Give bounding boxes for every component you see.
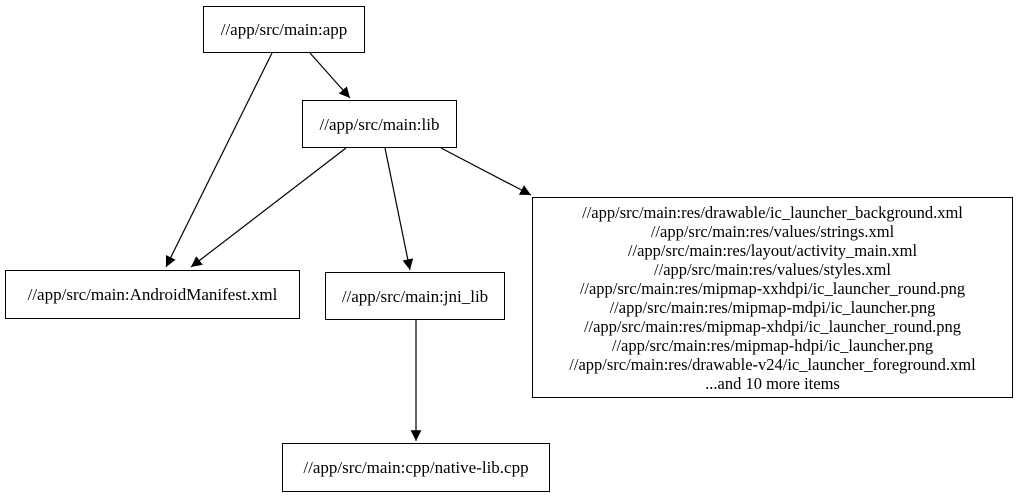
node-jni-lib-label: //app/src/main:jni_lib (341, 286, 489, 306)
resource-line-more-items: ...and 10 more items (705, 373, 840, 393)
node-android-manifest-label: //app/src/main:AndroidManifest.xml (27, 285, 278, 304)
edge-lib-to-jni-lib (384, 147, 414, 271)
node-native-cpp-label: //app/src/main:cpp/native-lib.cpp (303, 458, 529, 477)
edge-lib-to-resources (440, 147, 532, 196)
node-lib-label: //app/src/main:lib (319, 114, 440, 134)
edge-app-to-manifest (165, 52, 273, 268)
resource-line: //app/src/main:res/mipmap-xxhdpi/ic_laun… (579, 278, 966, 298)
node-android-manifest: //app/src/main:AndroidManifest.xml (5, 270, 300, 319)
resource-line: //app/src/main:res/mipmap-hdpi/ic_launch… (611, 335, 934, 355)
node-lib: //app/src/main:lib (302, 100, 457, 148)
resource-line: //app/src/main:res/drawable/ic_launcher_… (582, 202, 963, 222)
node-app: //app/src/main:app (203, 6, 365, 53)
resource-line: //app/src/main:res/mipmap-xhdpi/ic_launc… (583, 316, 962, 336)
resource-line: //app/src/main:res/layout/activity_main.… (627, 240, 918, 260)
node-resources-group: //app/src/main:res/drawable/ic_launcher_… (532, 197, 1013, 398)
node-native-cpp: //app/src/main:cpp/native-lib.cpp (282, 443, 550, 492)
edge-lib-to-manifest (190, 147, 347, 268)
resource-line: //app/src/main:res/drawable-v24/ic_launc… (569, 354, 976, 374)
resource-line: //app/src/main:res/values/strings.xml (650, 221, 895, 241)
node-jni-lib: //app/src/main:jni_lib (325, 272, 505, 320)
node-app-label: //app/src/main:app (220, 20, 348, 39)
resource-line: //app/src/main:res/values/styles.xml (654, 259, 891, 279)
edge-app-to-lib (309, 52, 351, 99)
resource-line: //app/src/main:res/mipmap-mdpi/ic_launch… (609, 297, 936, 317)
